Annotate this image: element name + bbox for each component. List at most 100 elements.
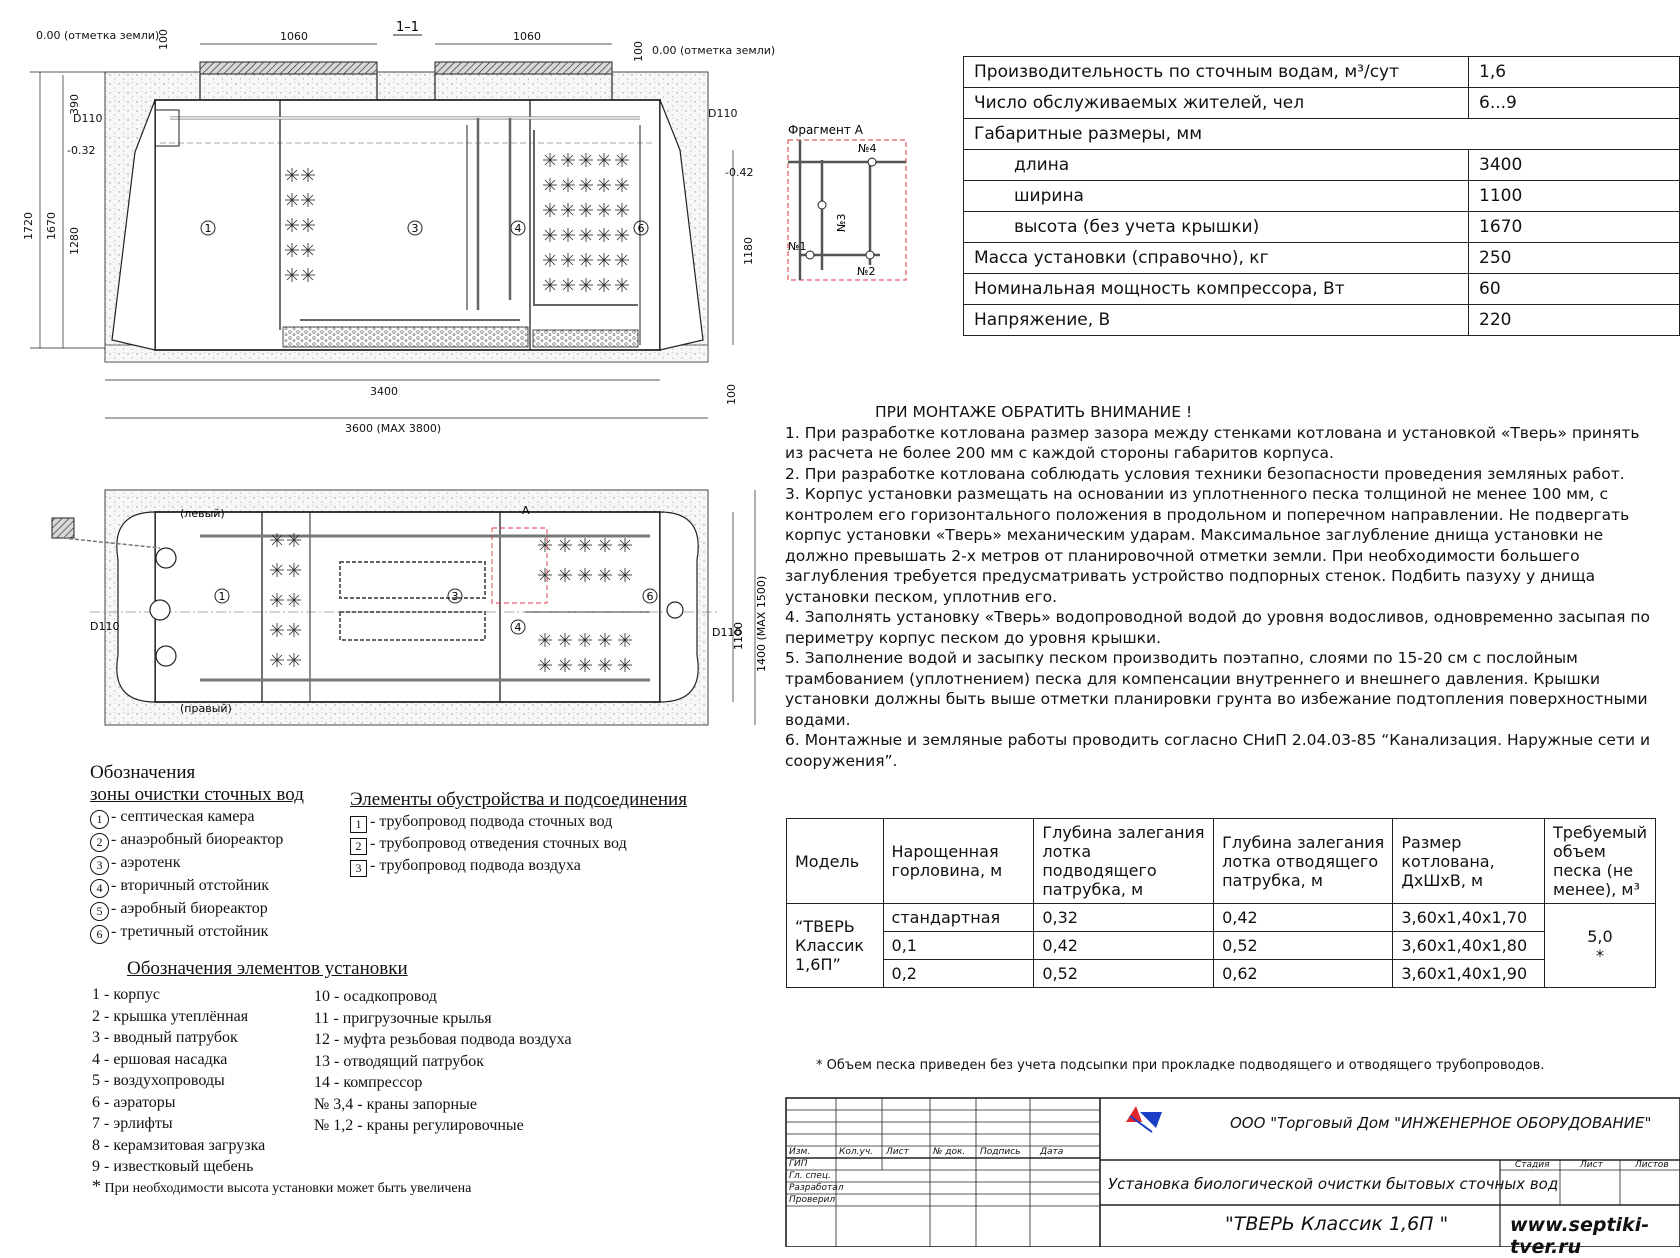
note-item: 3. Корпус установки размещать на основан… xyxy=(785,485,1630,606)
table-cell: стандартная xyxy=(882,903,1035,932)
website: www.septiki-tver.ru xyxy=(1510,1214,1650,1258)
tank-plan xyxy=(154,511,661,703)
spec-label: Габаритные размеры, мм xyxy=(963,118,1680,150)
note-item: 4. Заполнять установку «Тверь» водопрово… xyxy=(785,608,1651,647)
ceramsite-load xyxy=(282,326,529,348)
legend-item: № 3,4 - краны запорные xyxy=(314,1095,477,1113)
dim-pit-length: 3600 (MAX 3800) xyxy=(345,422,441,435)
ground-mark-left: 0.00 (отметка земли) xyxy=(36,29,159,42)
dim-body-height: 1670 xyxy=(45,212,58,240)
header-cell: Размер котлована, ДхШхВ, м xyxy=(1392,818,1545,904)
zone-label: 6 xyxy=(638,222,645,235)
legend-item: № 1,2 - краны регулировочные xyxy=(314,1117,524,1134)
spec-label: Производительность по сточным водам, м³/… xyxy=(963,56,1469,88)
spec-label: ширина xyxy=(963,180,1469,212)
legend-title: Элементы обустройства и подсоединения xyxy=(350,789,687,810)
table-cell: 0,2 xyxy=(882,959,1035,988)
spec-value: 1100 xyxy=(1468,180,1680,212)
legend-item: 1- септическая камера xyxy=(90,806,304,829)
zone-label: 4 xyxy=(515,621,522,634)
header-cell: Нарощенная горловина, м xyxy=(882,818,1035,904)
note-item: 1. При разработке котлована размер зазор… xyxy=(785,423,1640,463)
legend-item: 14 - компрессор xyxy=(314,1074,423,1091)
table-cell: 0,52 xyxy=(1033,959,1215,988)
legend-item: 6- третичный отстойник xyxy=(90,921,304,944)
legend-item: 11 - пригрузочные крылья xyxy=(314,1009,492,1027)
legend-subtitle: зоны очистки сточных вод xyxy=(90,784,304,805)
valve-1: №1 xyxy=(788,240,806,253)
dim-top-depth: 390 xyxy=(68,94,81,115)
legend-item: 2- трубопровод отведения сточных вод xyxy=(350,833,687,855)
stamp-right-col: Стадия xyxy=(1515,1160,1550,1170)
model-name: “ТВЕРЬ Классик 1,6П” xyxy=(786,903,884,988)
compressor xyxy=(51,517,75,539)
zone-label: 1 xyxy=(219,590,226,603)
fragment-a-frame xyxy=(491,527,548,604)
legend-item: 4- вторичный отстойник xyxy=(90,875,304,898)
table-cell: 0,42 xyxy=(1033,931,1215,960)
pipe-out-label: D110 xyxy=(712,626,741,639)
spec-label: Номинальная мощность компрессора, Вт xyxy=(963,273,1469,305)
zone-label: 4 xyxy=(515,222,522,235)
legend-elements: Обозначения элементов установки 1 - корп… xyxy=(92,958,692,1196)
tank-body xyxy=(154,99,661,351)
table-row: 0,2 0,52 0,62 3,60х1,40х1,90 xyxy=(787,959,1656,988)
dim-inlet-height: 1280 xyxy=(68,227,81,255)
dim-length: 3400 xyxy=(370,385,398,398)
pipe-in-label: D110 xyxy=(73,112,102,125)
spec-value: 3400 xyxy=(1468,149,1680,181)
pipe-out-label: D110 xyxy=(708,107,737,120)
legend-item: 1- трубопровод подвода сточных вод xyxy=(350,811,687,833)
dim-base-thk: 100 xyxy=(725,384,738,405)
spec-table: Производительность по сточным водам, м³/… xyxy=(963,56,1680,336)
fragment-title: Фрагмент А xyxy=(788,123,864,137)
sand-value: 5,0 xyxy=(1587,926,1613,946)
sand-volume: 5,0* xyxy=(1543,903,1657,988)
note-item: 2. При разработке котлована соблюдать ус… xyxy=(785,464,1625,483)
stamp-col: Кол.уч. xyxy=(839,1147,874,1157)
legend-item: 10 - осадкопровод xyxy=(314,988,437,1005)
stamp-right-col: Листов xyxy=(1635,1160,1669,1170)
zone-label: 3 xyxy=(412,222,419,235)
sand-footnote: * Объем песка приведен без учета подсыпк… xyxy=(816,1058,1545,1073)
inlet-level: -0.32 xyxy=(67,144,95,157)
legend-item: 3- аэротенк xyxy=(90,852,304,875)
zone-label: 3 xyxy=(452,590,459,603)
dim-lid-thk: 100 xyxy=(632,41,645,62)
spec-value: 6...9 xyxy=(1468,87,1680,119)
drawing-title: Установка биологической очистки бытовых … xyxy=(1108,1175,1559,1193)
legend-item: 1 - корпус xyxy=(92,986,160,1003)
notes-title: ПРИ МОНТАЖЕ ОБРАТИТЬ ВНИМАНИЕ ! xyxy=(875,403,1193,421)
zone-label: 1 xyxy=(205,222,212,235)
table-cell: 0,52 xyxy=(1213,931,1394,960)
installation-notes: ПРИ МОНТАЖЕ ОБРАТИТЬ ВНИМАНИЕ ! 1. При р… xyxy=(785,402,1655,771)
limestone-load xyxy=(532,329,639,348)
spec-row: Габаритные размеры, мм xyxy=(963,118,1680,150)
spec-label: длина xyxy=(963,149,1469,181)
note-item: 5. Заполнение водой и засыпку песком про… xyxy=(785,649,1648,729)
legend-zones: Обозначения зоны очистки сточных вод 1- … xyxy=(90,762,304,944)
spec-value: 60 xyxy=(1468,273,1680,305)
lid-1 xyxy=(199,61,378,75)
dim-lid-thk: 100 xyxy=(157,29,170,50)
legend-item: 8 - керамзитовая загрузка xyxy=(92,1136,266,1154)
legend-item: 2 - крышка утеплённая xyxy=(92,1007,249,1025)
legend-title: Обозначения элементов установки xyxy=(127,958,408,979)
stamp-role: Проверил xyxy=(789,1195,836,1205)
spec-value: 1670 xyxy=(1468,211,1680,243)
valve-4: №4 xyxy=(858,142,876,155)
legend-item: 5 - воздухопроводы xyxy=(92,1072,225,1089)
table-header-row: Модель Нарощенная горловина, м Глубина з… xyxy=(786,818,1657,904)
company-logo xyxy=(1126,1106,1162,1133)
legend-item: 13 - отводящий патрубок xyxy=(314,1052,484,1070)
plan-view: 1 3 4 6 (левый) (правый) А D110 D110 110… xyxy=(51,489,768,726)
header-cell: Глубина залегания лотка отводящего патру… xyxy=(1213,818,1394,904)
legend-title: Обозначения xyxy=(90,762,196,783)
stamp-role: ГИП xyxy=(789,1159,808,1169)
table-row: “ТВЕРЬ Классик 1,6П” стандартная 0,32 0,… xyxy=(786,903,1657,988)
table-row: 0,1 0,42 0,52 3,60х1,40х1,80 xyxy=(787,931,1656,960)
